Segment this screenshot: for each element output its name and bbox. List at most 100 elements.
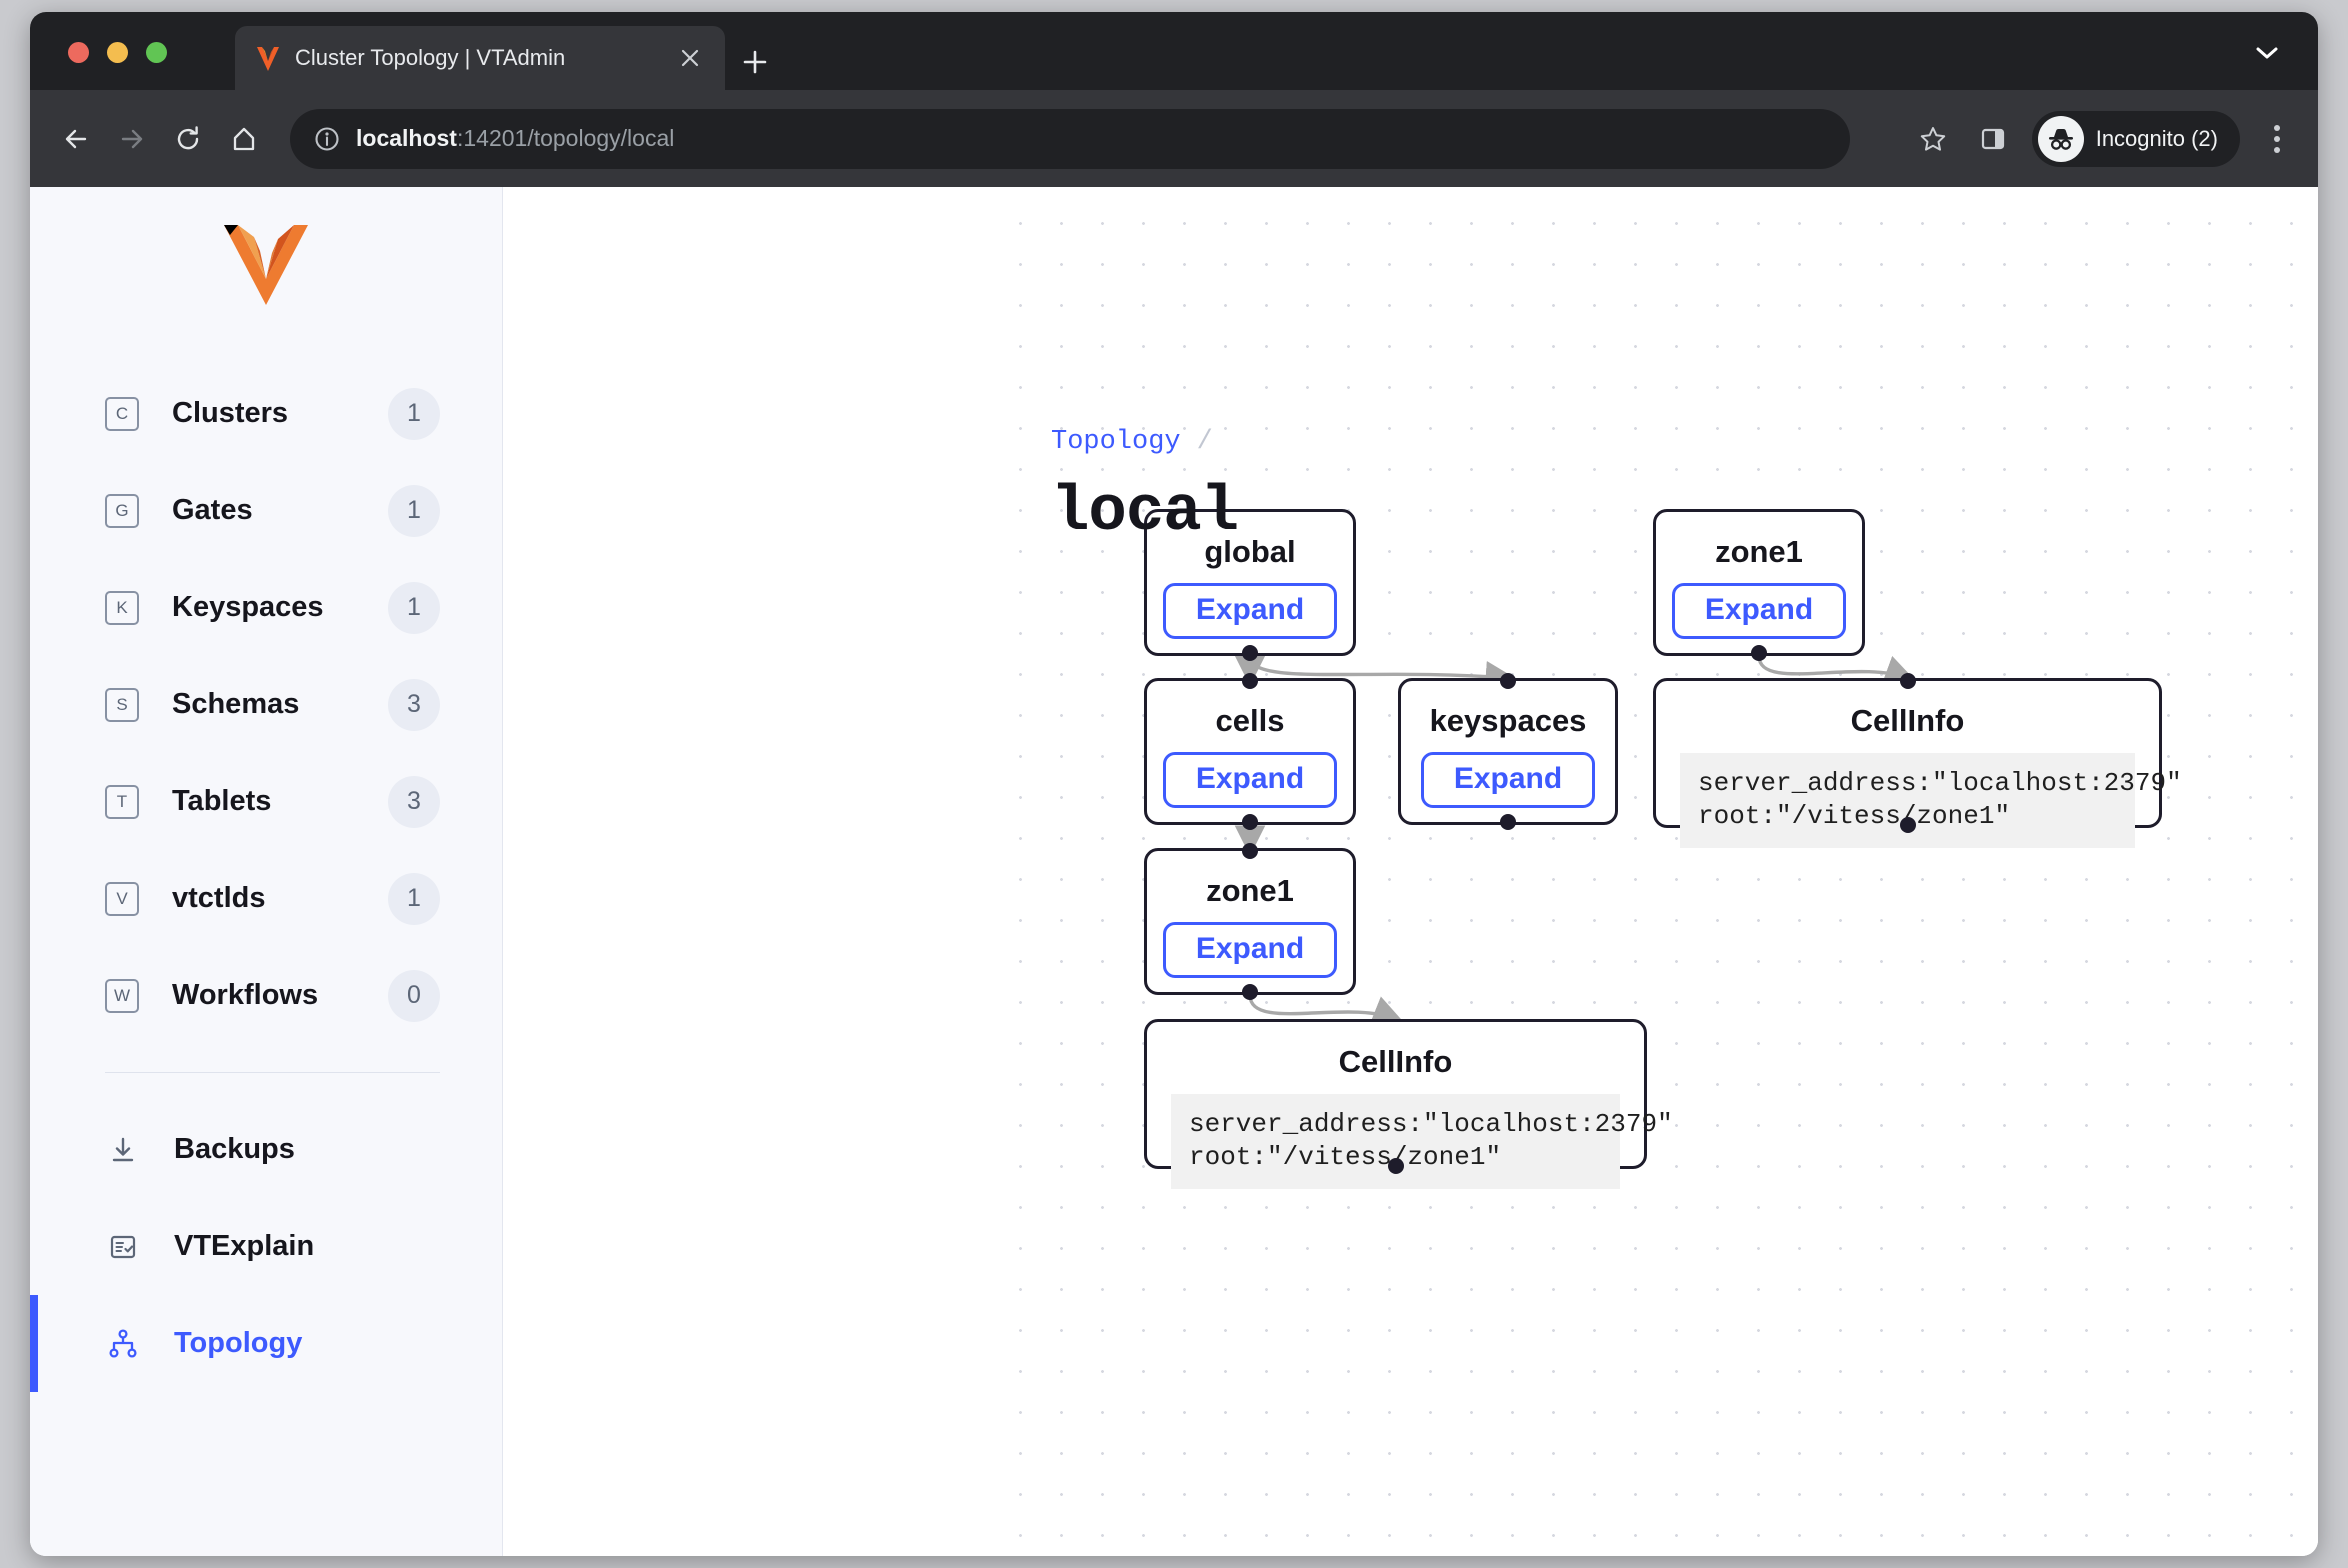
node-title: cells	[1216, 703, 1285, 739]
node-title: keyspaces	[1430, 703, 1587, 739]
node-handle-bottom[interactable]	[1242, 814, 1258, 830]
expand-button[interactable]: Expand	[1163, 583, 1337, 639]
sidebar-item-badge: 0	[388, 970, 440, 1022]
letter-w-icon: W	[105, 979, 139, 1013]
sidebar-item-label: Backups	[174, 1133, 295, 1166]
sidebar-divider	[105, 1072, 440, 1073]
new-tab-button[interactable]	[735, 42, 775, 82]
letter-v-icon: V	[105, 882, 139, 916]
node-handle-top[interactable]	[1242, 673, 1258, 689]
letter-s-icon: S	[105, 688, 139, 722]
sidebar-primary-nav: C Clusters 1 G Gates 1 K Keyspaces 1 S S…	[30, 365, 502, 1392]
node-handle-bottom[interactable]	[1388, 1158, 1404, 1174]
profile-button[interactable]: Incognito (2)	[2032, 111, 2240, 167]
sidebar-item-vtexplain[interactable]: VTExplain	[30, 1198, 502, 1295]
sidebar-item-clusters[interactable]: C Clusters 1	[30, 365, 502, 462]
sidebar-item-keyspaces[interactable]: K Keyspaces 1	[30, 559, 502, 656]
sidebar-item-topology[interactable]: Topology	[30, 1295, 502, 1392]
sidebar-item-badge: 1	[388, 485, 440, 537]
page-title: local	[1051, 477, 1238, 549]
expand-button[interactable]: Expand	[1421, 752, 1595, 808]
address-bar[interactable]: localhost:14201/topology/local	[290, 109, 1850, 169]
address-bar-path: :14201/topology/local	[457, 125, 674, 151]
node-handle-bottom[interactable]	[1242, 645, 1258, 661]
browser-tab-strip: Cluster Topology | VTAdmin	[30, 12, 2318, 90]
topology-node-zone1-right[interactable]: zone1 Expand	[1653, 509, 1865, 656]
topology-node-cellinfo-right[interactable]: CellInfo server_address:"localhost:2379"…	[1653, 678, 2162, 828]
profile-label: Incognito (2)	[2096, 126, 2218, 152]
home-button[interactable]	[216, 111, 272, 167]
toolbar-right-actions: Incognito (2)	[1906, 111, 2300, 167]
topology-node-cells[interactable]: cells Expand	[1144, 678, 1356, 825]
sidebar-item-workflows[interactable]: W Workflows 0	[30, 947, 502, 1044]
node-title: CellInfo	[1339, 1044, 1453, 1080]
info-circle-icon[interactable]	[312, 124, 342, 154]
close-icon[interactable]	[673, 41, 707, 75]
vitess-logo-icon[interactable]	[30, 221, 502, 307]
vtadmin-app: C Clusters 1 G Gates 1 K Keyspaces 1 S S…	[30, 187, 2318, 1556]
sidebar-item-label: Schemas	[172, 688, 299, 721]
node-title: CellInfo	[1851, 703, 1965, 739]
node-handle-bottom[interactable]	[1242, 984, 1258, 1000]
minimize-window-button[interactable]	[107, 42, 128, 63]
topology-node-keyspaces[interactable]: keyspaces Expand	[1398, 678, 1618, 825]
sidebar-item-badge: 1	[388, 388, 440, 440]
reload-button[interactable]	[160, 111, 216, 167]
letter-g-icon: G	[105, 494, 139, 528]
expand-button[interactable]: Expand	[1672, 583, 1846, 639]
sidebar-item-badge: 3	[388, 679, 440, 731]
browser-tab[interactable]: Cluster Topology | VTAdmin	[235, 26, 725, 90]
browser-tab-title: Cluster Topology | VTAdmin	[295, 45, 673, 71]
breadcrumb-link-topology[interactable]: Topology	[1051, 427, 1181, 457]
node-handle-top[interactable]	[1500, 673, 1516, 689]
kebab-menu-icon[interactable]	[2254, 111, 2300, 167]
node-handle-bottom[interactable]	[1900, 817, 1916, 833]
download-icon	[105, 1132, 141, 1168]
breadcrumb-separator: /	[1197, 427, 1213, 457]
forward-button[interactable]	[104, 111, 160, 167]
side-panel-icon[interactable]	[1966, 112, 2020, 166]
node-code-block: server_address:"localhost:2379" root:"/v…	[1680, 753, 2135, 848]
sidebar-item-label: Tablets	[172, 785, 271, 818]
address-bar-host: localhost	[356, 125, 457, 151]
maximize-window-button[interactable]	[146, 42, 167, 63]
node-handle-bottom[interactable]	[1751, 645, 1767, 661]
node-handle-top[interactable]	[1900, 673, 1916, 689]
vitess-logo-icon	[253, 43, 283, 73]
topology-icon	[105, 1326, 141, 1362]
browser-toolbar: localhost:14201/topology/local Incog	[30, 90, 2318, 187]
sidebar-item-badge: 1	[388, 582, 440, 634]
sidebar-item-label: Clusters	[172, 397, 288, 430]
sidebar-item-gates[interactable]: G Gates 1	[30, 462, 502, 559]
breadcrumb: Topology /	[1051, 427, 1213, 457]
node-code-block: server_address:"localhost:2379" root:"/v…	[1171, 1094, 1620, 1189]
sidebar-item-label: vtctlds	[172, 882, 265, 915]
sidebar-item-vtctlds[interactable]: V vtctlds 1	[30, 850, 502, 947]
sidebar-item-schemas[interactable]: S Schemas 3	[30, 656, 502, 753]
node-title: zone1	[1715, 534, 1803, 570]
letter-k-icon: K	[105, 591, 139, 625]
sidebar-item-label: VTExplain	[174, 1230, 314, 1263]
star-icon[interactable]	[1906, 112, 1960, 166]
sidebar-item-label: Keyspaces	[172, 591, 324, 624]
checklist-icon	[105, 1229, 141, 1265]
topology-node-cellinfo[interactable]: CellInfo server_address:"localhost:2379"…	[1144, 1019, 1647, 1169]
sidebar-item-badge: 3	[388, 776, 440, 828]
sidebar-item-backups[interactable]: Backups	[30, 1101, 502, 1198]
letter-c-icon: C	[105, 397, 139, 431]
sidebar-item-badge: 1	[388, 873, 440, 925]
topology-canvas[interactable]: global Expand cells Expand keyspaces Exp…	[1006, 187, 2318, 1556]
sidebar: C Clusters 1 G Gates 1 K Keyspaces 1 S S…	[30, 187, 503, 1556]
node-handle-bottom[interactable]	[1500, 814, 1516, 830]
letter-t-icon: T	[105, 785, 139, 819]
expand-button[interactable]: Expand	[1163, 922, 1337, 978]
address-bar-url: localhost:14201/topology/local	[356, 125, 674, 152]
chevron-down-icon[interactable]	[2248, 38, 2286, 68]
back-button[interactable]	[48, 111, 104, 167]
expand-button[interactable]: Expand	[1163, 752, 1337, 808]
topology-node-zone1[interactable]: zone1 Expand	[1144, 848, 1356, 995]
sidebar-item-tablets[interactable]: T Tablets 3	[30, 753, 502, 850]
close-window-button[interactable]	[68, 42, 89, 63]
node-handle-top[interactable]	[1242, 843, 1258, 859]
main-content: global Expand cells Expand keyspaces Exp…	[503, 187, 2318, 1556]
